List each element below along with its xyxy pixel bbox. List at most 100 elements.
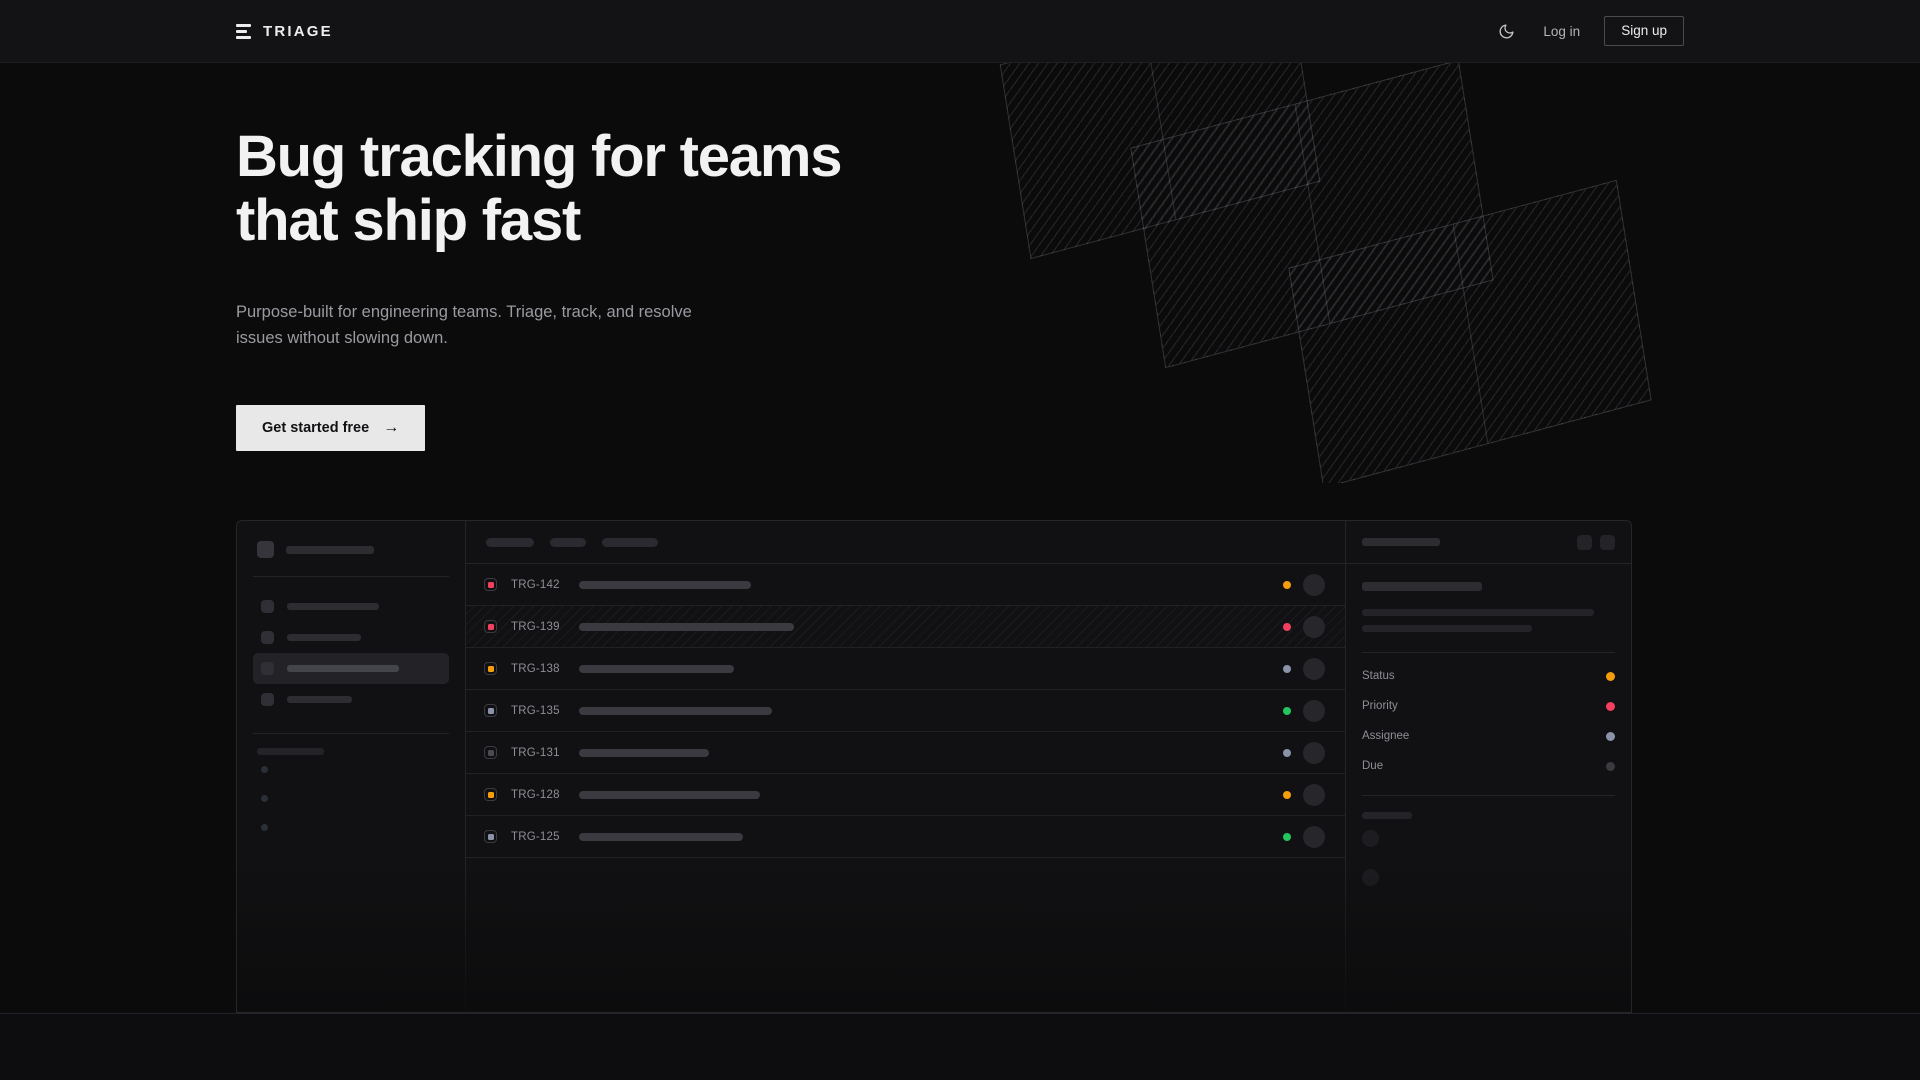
detail-divider	[1362, 795, 1615, 796]
detail-header-title-placeholder	[1362, 538, 1440, 546]
issue-title-placeholder	[579, 622, 794, 631]
sidebar-nav-item[interactable]	[253, 684, 449, 715]
assignee-avatar	[1303, 699, 1325, 722]
assignee-avatar	[1303, 615, 1325, 638]
sidebar-nav-list	[253, 591, 449, 715]
cta-label: Get started free	[262, 420, 370, 437]
sidebar-mini-item[interactable]	[253, 755, 449, 784]
detail-property-row[interactable]: Assignee	[1362, 721, 1615, 751]
priority-icon	[484, 578, 497, 591]
nav-item-icon	[261, 600, 274, 613]
detail-description-line	[1362, 609, 1594, 616]
list-toolbar	[466, 521, 1345, 564]
issue-row[interactable]: TRG-138	[466, 648, 1345, 690]
nav-item-icon	[261, 631, 274, 644]
issue-id: TRG-142	[511, 578, 560, 591]
activity-label-placeholder	[1362, 812, 1412, 819]
issue-row[interactable]: TRG-128	[466, 774, 1345, 816]
sidebar-nav-item[interactable]	[253, 622, 449, 653]
issue-row[interactable]: TRG-135	[466, 690, 1345, 732]
property-value-dot	[1606, 731, 1615, 741]
signup-button[interactable]: Sign up	[1604, 16, 1684, 46]
section-label-placeholder	[257, 748, 324, 755]
nav-item-icon	[261, 662, 274, 675]
detail-description-line	[1362, 625, 1532, 632]
priority-icon	[484, 788, 497, 801]
issue-title-placeholder	[579, 748, 709, 757]
assignee-avatar	[1303, 825, 1325, 848]
detail-title-placeholder	[1362, 582, 1482, 591]
sidebar-nav-item[interactable]	[253, 591, 449, 622]
detail-header-action-button[interactable]	[1600, 534, 1615, 550]
issue-row[interactable]: TRG-125	[466, 816, 1345, 858]
issue-id: TRG-139	[511, 620, 560, 633]
issue-title-placeholder	[579, 706, 772, 715]
sidebar-mini-item[interactable]	[253, 784, 449, 813]
property-value-dot	[1606, 761, 1615, 771]
brand-logo[interactable]: TRIAGE	[236, 23, 333, 40]
issue-id: TRG-138	[511, 662, 560, 675]
mini-item-icon	[261, 766, 268, 773]
issue-title-placeholder	[579, 790, 760, 799]
nav-item-label-placeholder	[287, 634, 361, 641]
assignee-avatar	[1303, 741, 1325, 764]
activity-list	[1362, 819, 1615, 897]
nav-actions: Log in Sign up	[1493, 16, 1684, 46]
arrow-right-icon: →	[383, 419, 400, 437]
headline-line-1: Bug tracking for teams	[236, 124, 842, 189]
sidebar-mini-item[interactable]	[253, 813, 449, 842]
priority-icon	[484, 830, 497, 843]
issue-row[interactable]: TRG-142	[466, 564, 1345, 606]
property-label: Priority	[1362, 700, 1398, 712]
detail-divider	[1362, 652, 1615, 653]
issue-row-meta	[1283, 573, 1325, 596]
status-dot	[1283, 664, 1291, 673]
status-dot	[1283, 790, 1291, 799]
sidebar-mini-list	[253, 755, 449, 842]
get-started-button[interactable]: Get started free →	[236, 405, 426, 452]
issue-row-meta	[1283, 741, 1325, 764]
detail-header-action-button[interactable]	[1577, 534, 1592, 550]
issue-row-meta	[1283, 699, 1325, 722]
property-value-dot	[1606, 671, 1615, 681]
property-label: Due	[1362, 760, 1384, 772]
priority-icon	[484, 620, 497, 633]
toolbar-filter-placeholder[interactable]	[486, 537, 534, 547]
issue-row[interactable]: TRG-131	[466, 732, 1345, 774]
issue-id: TRG-135	[511, 704, 560, 717]
issue-title-placeholder	[579, 664, 734, 673]
priority-icon	[484, 746, 497, 759]
status-dot	[1283, 622, 1291, 631]
nav-item-label-placeholder	[287, 665, 399, 672]
detail-property-row[interactable]: Due	[1362, 751, 1615, 781]
status-dot	[1283, 580, 1291, 589]
workspace-switcher[interactable]	[253, 537, 449, 558]
toolbar-filter-placeholder[interactable]	[602, 537, 658, 547]
detail-property-row[interactable]: Priority	[1362, 691, 1615, 721]
issue-row-meta	[1283, 783, 1325, 806]
nav-item-icon	[261, 693, 274, 706]
hero-section: Bug tracking for teams that ship fast Pu…	[236, 124, 842, 452]
toolbar-filter-placeholder[interactable]	[550, 537, 586, 547]
activity-item	[1362, 858, 1615, 897]
detail-header	[1346, 521, 1631, 564]
property-label: Assignee	[1362, 730, 1410, 742]
detail-property-row[interactable]: Status	[1362, 661, 1615, 691]
nav-item-label-placeholder	[287, 696, 352, 703]
brand-name: TRIAGE	[263, 22, 333, 40]
login-link[interactable]: Log in	[1543, 23, 1581, 39]
issue-row[interactable]: TRG-139	[466, 606, 1345, 648]
activity-avatar	[1362, 830, 1379, 847]
priority-icon	[484, 662, 497, 675]
issue-row-meta	[1283, 615, 1325, 638]
activity-item	[1362, 819, 1615, 858]
moon-icon[interactable]	[1493, 18, 1519, 44]
sidebar-divider	[253, 576, 449, 577]
sidebar-nav-item[interactable]	[253, 653, 449, 684]
issue-row-meta	[1283, 657, 1325, 680]
